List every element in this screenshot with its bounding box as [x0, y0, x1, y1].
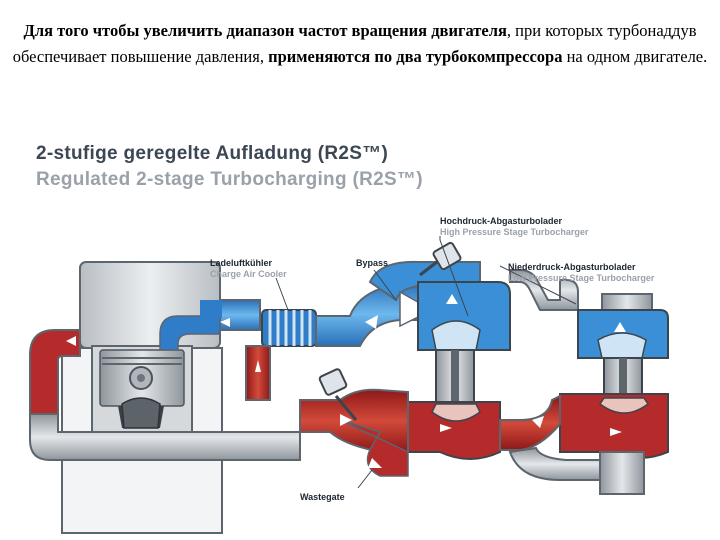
label-hp-de: Hochdruck-Abgasturbolader	[440, 216, 563, 226]
label-lp-de: Niederdruck-Abgasturbolader	[508, 262, 636, 272]
flow-arrows	[66, 294, 626, 468]
label-hp-en: High Pressure Stage Turbocharger	[440, 227, 589, 237]
label-bypass-text: Bypass	[356, 258, 389, 268]
label-lp-turbocharger: Niederdruck-Abgasturbolader Low Pressure…	[508, 262, 654, 284]
diagram-title-en: Regulated 2-stage Turbocharging (R2S™)	[36, 169, 423, 190]
caption-text-2: , при которых турбонаддув обеспечивает п…	[12, 21, 697, 66]
charge-air-cooler-icon	[261, 309, 317, 347]
flow-arrow-icon	[440, 424, 452, 432]
bypass-valve-icon	[419, 241, 462, 277]
label-charge-air-cooler: Ladeluftkühler Charge Air Cooler	[210, 258, 287, 280]
flow-arrow-icon	[220, 318, 230, 327]
hp-turbocharger-icon	[407, 281, 511, 460]
label-cooler-en: Charge Air Cooler	[210, 269, 287, 279]
exhaust-manifold	[29, 329, 301, 461]
exhaust-feed-pipe	[245, 345, 409, 477]
flow-arrow-icon	[446, 294, 458, 304]
caption-bold-3: применяются по два турбокомпрессора	[268, 47, 563, 66]
diagram-title-de: 2-stufige geregelte Aufladung (R2S™)	[36, 143, 389, 164]
flow-arrow-icon	[614, 322, 626, 332]
label-hp-turbocharger: Hochdruck-Abgasturbolader High Pressure …	[440, 216, 588, 238]
flow-arrow-icon	[368, 458, 382, 468]
label-wastegate: Wastegate	[300, 492, 345, 503]
caption-text: Для того чтобы увеличить диапазон частот…	[0, 18, 720, 70]
flow-arrow-icon	[66, 336, 76, 346]
flow-arrow-icon	[255, 360, 261, 372]
label-lp-en: Low Pressure Stage Turbocharger	[508, 273, 655, 283]
lp-turbocharger-icon	[559, 293, 669, 495]
label-leader-lines	[275, 236, 577, 489]
wastegate-valve-icon	[318, 368, 358, 421]
flow-arrow-icon	[532, 416, 544, 428]
flow-arrow-icon	[610, 428, 622, 436]
exhaust-crossover-pipe	[499, 394, 601, 481]
label-bypass: Bypass	[356, 258, 388, 269]
piston-icon	[99, 349, 185, 429]
label-wastegate-text: Wastegate	[300, 492, 345, 502]
label-cooler-de: Ladeluftkühler	[210, 258, 273, 268]
caption-bold-1: Для того чтобы увеличить диапазон частот…	[23, 21, 507, 40]
flow-arrow-icon	[340, 414, 352, 426]
caption-text-4: на одном двигателе.	[562, 47, 708, 66]
flow-arrow-icon	[365, 315, 378, 329]
